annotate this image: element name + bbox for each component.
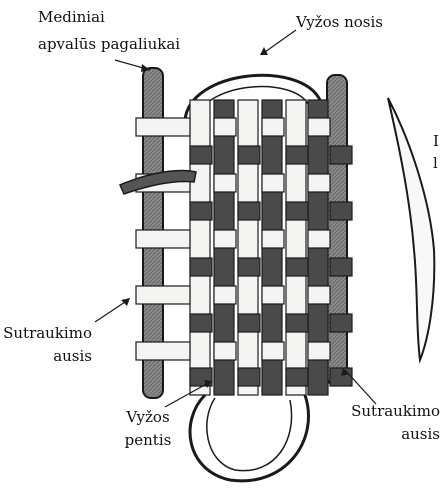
weave-segment — [308, 230, 330, 248]
weave-segment — [286, 202, 308, 220]
weave-segment — [286, 146, 308, 164]
weave-segment — [136, 230, 190, 248]
weave-segment — [308, 342, 330, 360]
weave-segment — [262, 118, 284, 136]
weave-segment — [262, 230, 284, 248]
label-heel-line2: pentis — [108, 431, 188, 450]
weave-segment — [308, 118, 330, 136]
weave-segment — [330, 368, 352, 386]
weave-segment — [238, 146, 260, 164]
weave-segment — [190, 202, 212, 220]
weave-segment — [136, 118, 190, 136]
weave-segment — [136, 342, 190, 360]
label-drawstring-right-line2: ausis — [322, 425, 440, 444]
bark-strip-right — [388, 98, 434, 360]
weave-segment — [330, 314, 352, 332]
heel-loop-inner — [207, 398, 292, 471]
label-edge-right: I l — [433, 130, 439, 174]
weave-segment — [190, 146, 212, 164]
weave-segment — [330, 258, 352, 276]
weave-segment — [262, 174, 284, 192]
weave-segment — [214, 342, 236, 360]
label-drawstring-left-line1: Sutraukimo — [0, 324, 92, 343]
vertical-strips — [190, 100, 328, 395]
weave-segment — [308, 174, 330, 192]
weave-segment — [190, 258, 212, 276]
weave-segment — [214, 230, 236, 248]
vertical-strip — [286, 100, 306, 395]
weave-segment — [286, 258, 308, 276]
label-heel-line1: Vyžos — [108, 408, 188, 427]
weave-segment — [214, 174, 236, 192]
label-edge-right-line1: I — [433, 130, 439, 152]
weave-segment — [238, 368, 260, 386]
weave-segment — [330, 202, 352, 220]
weave-segment — [190, 314, 212, 332]
weave-segment — [238, 258, 260, 276]
label-wooden-sticks: Mediniai apvalūs pagaliukai — [38, 8, 180, 54]
weave-segment — [214, 286, 236, 304]
label-wooden-sticks-line2: apvalūs pagaliukai — [38, 35, 180, 54]
weave-segment — [214, 118, 236, 136]
label-wooden-sticks-line1: Mediniai — [38, 8, 180, 27]
label-toe-text: Vyžos nosis — [296, 13, 383, 32]
label-heel: Vyžos pentis — [108, 408, 188, 450]
label-toe: Vyžos nosis — [296, 13, 383, 32]
vertical-strip — [190, 100, 210, 395]
label-drawstring-left-line2: ausis — [0, 347, 92, 366]
weave-segment — [308, 286, 330, 304]
label-edge-right-line2: l — [433, 152, 439, 174]
weave-segment — [238, 202, 260, 220]
weave-segment — [262, 286, 284, 304]
vertical-strip — [238, 100, 258, 395]
weave-segment — [136, 286, 190, 304]
weave-segment — [238, 314, 260, 332]
label-drawstring-left: Sutraukimo ausis — [0, 324, 92, 366]
weave-segment — [286, 314, 308, 332]
weave-segment — [330, 146, 352, 164]
weave-segment — [286, 368, 308, 386]
weave-segment — [262, 342, 284, 360]
label-drawstring-right: Sutraukimo ausis — [322, 402, 440, 444]
label-drawstring-right-line1: Sutraukimo — [322, 402, 440, 421]
